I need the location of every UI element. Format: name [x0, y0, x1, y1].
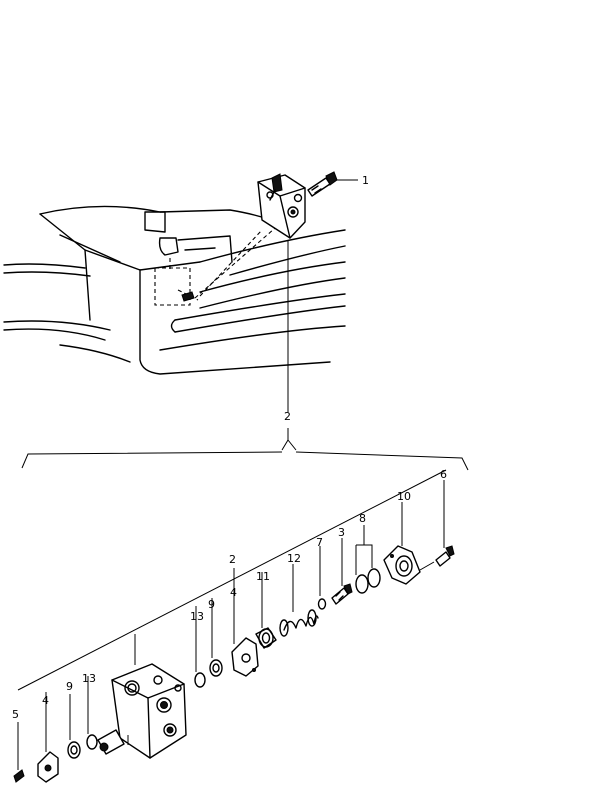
part-6-screw	[435, 545, 455, 567]
part-7-oring	[317, 598, 327, 610]
part-4-cover-left	[37, 751, 59, 783]
callout-10: 10	[397, 490, 411, 503]
valve-top	[257, 171, 338, 412]
callout-11: 11	[256, 570, 270, 583]
callout-9-left: 9	[66, 680, 73, 693]
part-9-washer-mid	[209, 659, 223, 677]
part-10-end-cap	[383, 545, 421, 585]
part-9-washer-left	[67, 741, 81, 759]
callout-5: 5	[12, 708, 19, 721]
callout-2-sub: 2	[229, 553, 236, 566]
callout-9-mid: 9	[208, 598, 215, 611]
callout-8: 8	[359, 512, 366, 525]
callout-2-main: 2	[284, 410, 291, 423]
callout-6: 6	[440, 468, 447, 481]
part-12-spring	[279, 609, 319, 637]
part-13-oring-mid	[194, 672, 206, 688]
part-8-rings	[355, 568, 381, 594]
part-11-sleeve	[255, 627, 277, 649]
callout-12: 12	[287, 552, 301, 565]
callout-4-mid: 4	[230, 586, 237, 599]
valve-block	[97, 634, 187, 759]
part-13-oring-left	[86, 734, 98, 750]
callout-7: 7	[316, 536, 323, 549]
callout-4-left: 4	[42, 694, 49, 707]
callout-1: 1	[362, 174, 369, 187]
callout-3: 3	[338, 526, 345, 539]
frame-housing	[3, 205, 346, 375]
callout-13-left: 13	[82, 672, 96, 685]
part-4-cover-mid	[231, 637, 259, 677]
part-3-screw	[331, 583, 353, 605]
callout-13-mid: 13	[190, 610, 204, 623]
exploded-parts	[13, 469, 455, 783]
